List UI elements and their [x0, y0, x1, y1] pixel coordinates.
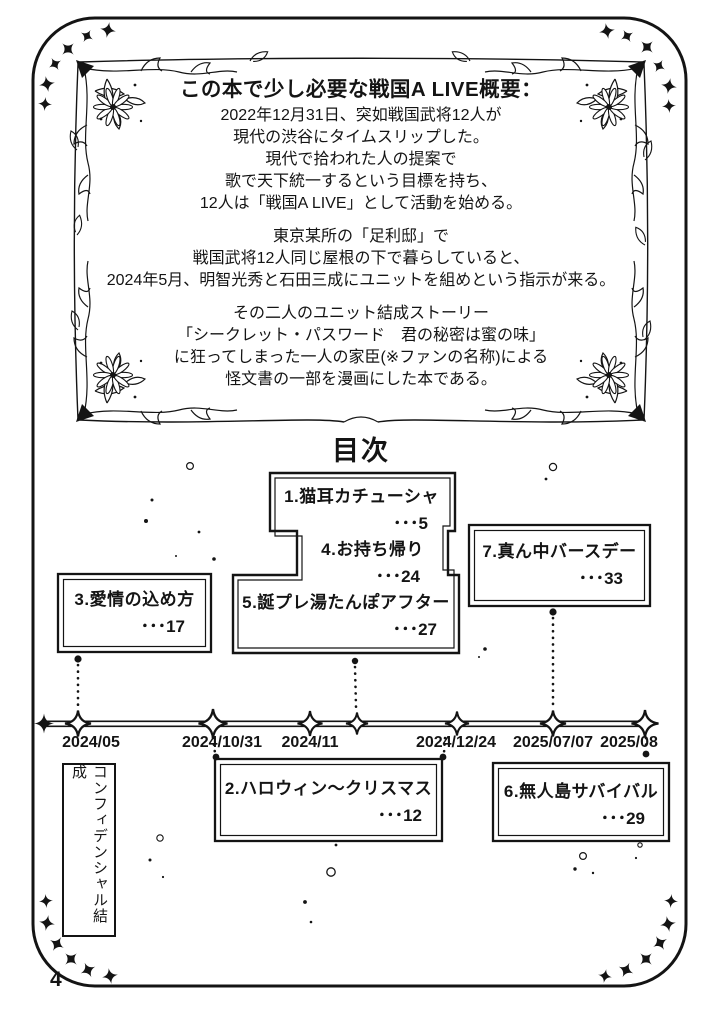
intro-line: 2024年5月、明智光秀と石田三成にユニットを組めという指示が来る。	[106, 272, 616, 289]
toc-entry-6: 6.無人島サバイバル ･･･29	[493, 778, 669, 832]
timeline-date-label: 2024/05	[62, 734, 120, 751]
intro-title: この本で少し必要な戦国A LIVE概要：	[179, 78, 543, 101]
toc-entry-title: 1.猫耳カチューシャ	[284, 487, 439, 506]
toc-entry-title: 2.ハロウィン～クリスマス	[224, 779, 433, 798]
intro-line: 12人は「戦国A LIVE」として活動を始める。	[199, 195, 523, 212]
intro-line: 「シークレット・パスワード 君の秘密は蜜の味」	[176, 327, 545, 344]
intro-paragraph-1: 2022年12月31日、突如戦国武将12人が 現代の渋谷にタイムスリップした。 …	[40, 105, 682, 215]
intro-paragraph-3: その二人のユニット結成ストーリー 「シークレット・パスワード 君の秘密は蜜の味」…	[40, 303, 682, 391]
toc-entry-page: ･･･17	[140, 617, 185, 636]
intro-paragraph-2: 東京某所の「足利邸」で 戦国武将12人同じ屋根の下で暮らしていると、 2024年…	[40, 226, 682, 292]
intro-line: 戦国武将12人同じ屋根の下で暮らしていると、	[192, 250, 530, 267]
toc-entry-title: 5.誕プレ湯たんぽアフター	[242, 593, 450, 612]
toc-entry-5: 5.誕プレ湯たんぽアフター ･･･27	[233, 589, 459, 643]
toc-entry-page: ･･･29	[600, 809, 645, 828]
toc-entry-7: 7.真ん中バースデー ･･･33	[469, 538, 650, 592]
toc-heading: 目次	[332, 436, 390, 466]
intro-line: 怪文書の一部を漫画にした本である。	[225, 371, 497, 388]
toc-entry-page: ･･･24	[375, 567, 420, 586]
intro-line: 現代で拾われた人の提案で	[265, 151, 457, 168]
toc-entry-4: 4.お持ち帰り ･･･24	[297, 536, 448, 590]
timeline-date-label: 2024/11	[281, 734, 339, 751]
toc-entry-title: 4.お持ち帰り	[321, 540, 424, 559]
intro-line: に狂ってしまった一人の家臣(※ファンの名称)による	[173, 349, 549, 366]
timeline-date-label: 2024/12/24	[415, 734, 497, 751]
toc-entry-title: 7.真ん中バースデー	[482, 542, 637, 561]
page-number: 4	[50, 968, 62, 991]
intro-line: その二人のユニット結成ストーリー	[232, 305, 489, 322]
timeline-date-label: 2025/08	[600, 734, 658, 751]
intro-text: この本で少し必要な戦国A LIVE概要： 2022年12月31日、突如戦国武将1…	[40, 76, 682, 391]
toc-entry-title: 6.無人島サバイバル	[503, 782, 659, 801]
toc-entry-page: ･･･12	[377, 806, 422, 825]
intro-line: 東京某所の「足利邸」で	[272, 228, 449, 245]
confidential-note: コンフィデンシャル結成	[70, 764, 108, 924]
toc-entry-3: 3.愛情の込め方 ･･･17	[58, 586, 211, 640]
intro-line: 2022年12月31日、突如戦国武将12人が	[220, 107, 502, 124]
confidential-note-box: コンフィデンシャル結成	[63, 764, 115, 936]
toc-entry-page: ･･･27	[392, 620, 437, 639]
toc-entry-1: 1.猫耳カチューシャ ･･･5	[270, 483, 453, 537]
intro-line: 現代の渋谷にタイムスリップした。	[233, 129, 489, 146]
toc-entry-page: ･･･5	[393, 514, 428, 533]
toc-entry-page: ･･･33	[578, 569, 623, 588]
toc-entry-2: 2.ハロウィン～クリスマス ･･･12	[215, 775, 442, 829]
intro-line: 歌で天下統一するという目標を持ち、	[224, 173, 497, 190]
toc-entry-title: 3.愛情の込め方	[74, 590, 195, 609]
